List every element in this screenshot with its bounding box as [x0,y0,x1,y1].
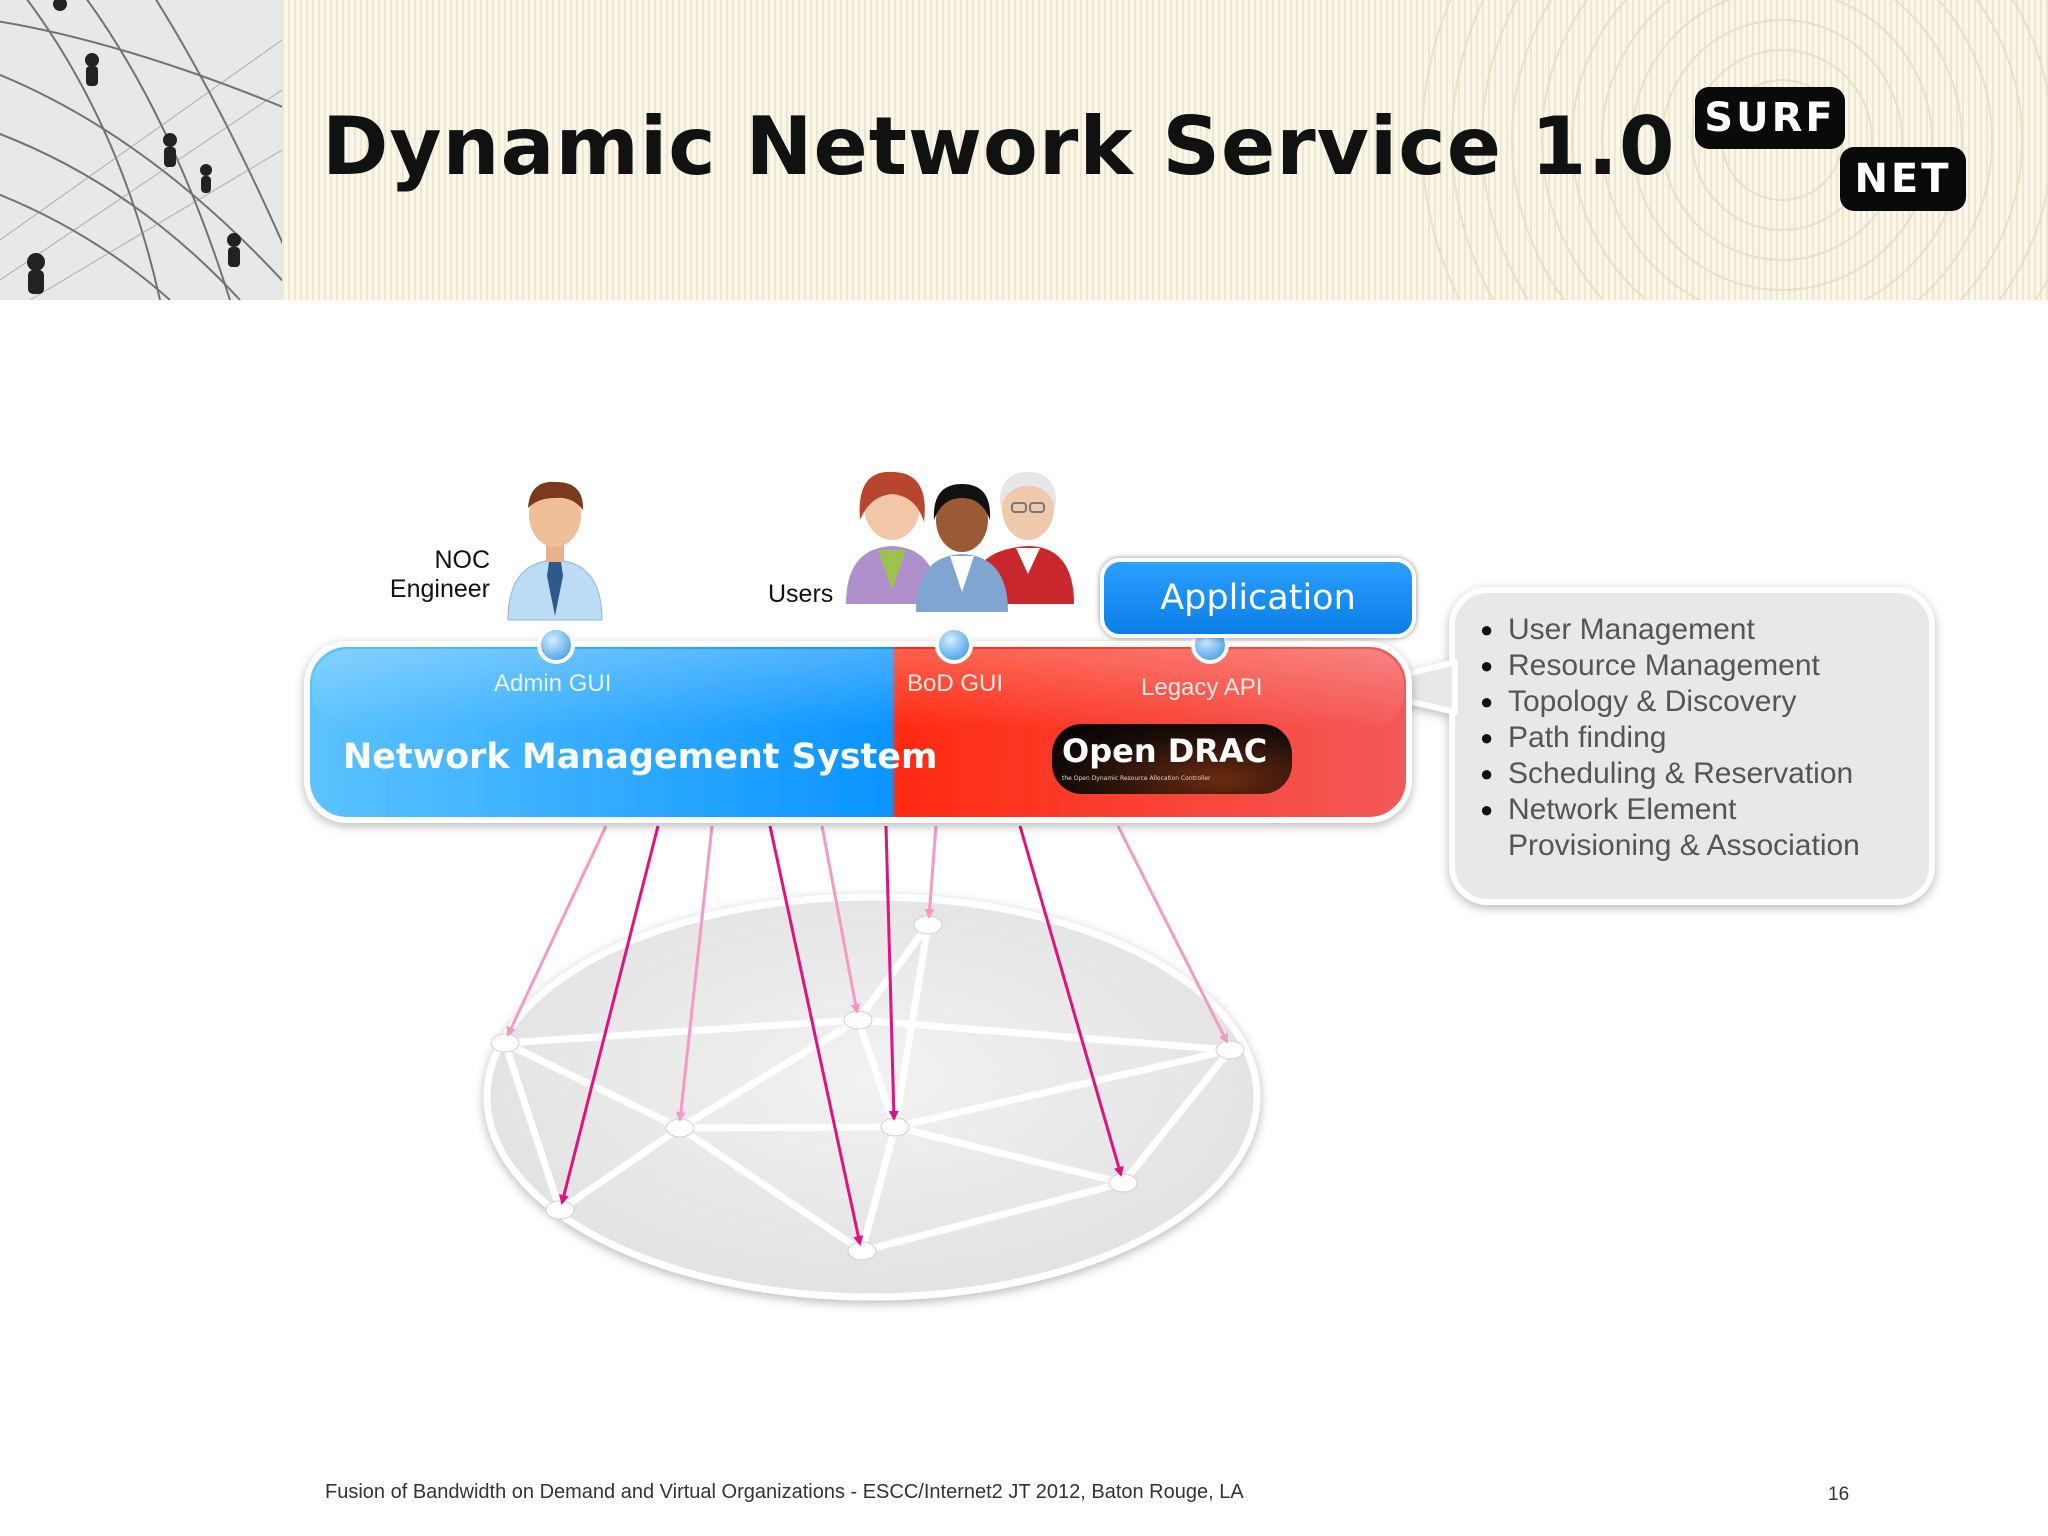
slide-title: Dynamic Network Service 1.0 [322,100,1676,193]
admin-gui-label: Admin GUI [494,670,612,697]
open-drac-logo: Open DRAC the Open Dynamic Resource Allo… [1052,724,1292,794]
page-number: 16 [1828,1484,1850,1505]
feature-item: Scheduling & Reservation [1478,756,1860,792]
feature-item: Path finding [1478,720,1860,756]
feature-item: User Management [1478,612,1860,648]
logo-surf-text: SURF [1695,87,1845,149]
user-icon-female [846,471,938,604]
users-label: Users [768,580,834,608]
user-icon-male [916,484,1008,612]
noc-engineer-label: NOC Engineer [360,546,490,604]
network-area [483,893,1261,1301]
open-drac-title: Open DRAC [1062,732,1268,770]
nms-label: Network Management System [343,737,938,777]
network-nodes [490,915,1245,1261]
surfnet-logo: SURF NET [1690,85,1970,220]
feature-item: Topology & Discovery [1478,684,1860,720]
noc-label-line1: NOC [434,546,490,574]
network-links [501,921,1234,1255]
provisioning-arrows [506,825,1229,1246]
bod-gui-label: BoD GUI [907,670,1004,697]
noc-label-line2: Engineer [389,575,490,603]
open-drac-subtitle: the Open Dynamic Resource Allocation Con… [1062,775,1211,782]
legacy-api-label: Legacy API [1141,674,1263,701]
application-box: Application [1100,558,1416,638]
feature-item-continuation: Provisioning & Association [1508,829,1860,862]
feature-item: Network Element [1478,792,1860,828]
header-swirl-background [282,0,2048,300]
slide-header: Dynamic Network Service 1.0 SURF NET [0,0,2048,300]
feature-list: User Management Resource Management Topo… [1478,612,1860,864]
users-group-icon [846,471,1074,612]
slide-footer: Fusion of Bandwidth on Demand and Virtua… [325,1481,1244,1503]
feature-item: Resource Management [1478,648,1860,684]
noc-engineer-icon [507,481,603,621]
logo-net-text: NET [1840,147,1966,211]
header-photo [0,0,282,300]
